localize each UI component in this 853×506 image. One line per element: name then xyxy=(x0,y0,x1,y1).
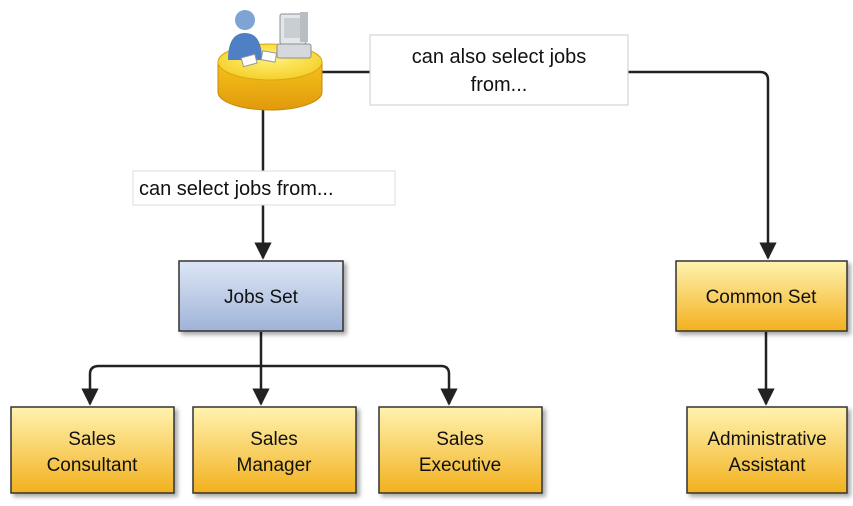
edge-branch-right xyxy=(440,364,458,406)
administrative-assistant-line2: Assistant xyxy=(728,455,806,476)
sales-manager-line1: Sales xyxy=(250,429,298,450)
node-common-set: Common Set xyxy=(675,260,848,332)
sales-consultant-line1: Sales xyxy=(68,429,116,450)
node-jobs-set: Jobs Set xyxy=(178,260,344,332)
administrative-assistant-line1: Administrative xyxy=(707,429,826,450)
node-administrative-assistant: Administrative Assistant xyxy=(686,406,848,494)
node-sales-manager: Sales Manager xyxy=(192,406,357,494)
connectors xyxy=(81,70,777,406)
sales-manager-line2: Manager xyxy=(237,455,313,476)
user-at-computer-icon xyxy=(217,10,323,111)
label-also-select-jobs: can also select jobs from... xyxy=(369,34,629,106)
edge-branch-horizontal xyxy=(81,364,100,406)
label-select-jobs-text: can select jobs from... xyxy=(139,178,334,200)
common-set-label: Common Set xyxy=(706,287,818,308)
label-also-select-line2: from... xyxy=(471,74,528,96)
node-sales-consultant: Sales Consultant xyxy=(10,406,175,494)
edge-actor-to-common-set xyxy=(320,70,777,260)
label-also-select-line1: can also select jobs xyxy=(412,46,587,68)
sales-executive-line1: Sales xyxy=(436,429,484,450)
sales-consultant-line2: Consultant xyxy=(47,455,139,476)
sales-executive-line2: Executive xyxy=(419,455,501,476)
label-select-jobs: can select jobs from... xyxy=(132,170,396,206)
jobs-set-label: Jobs Set xyxy=(224,287,299,308)
node-sales-executive: Sales Executive xyxy=(378,406,543,494)
